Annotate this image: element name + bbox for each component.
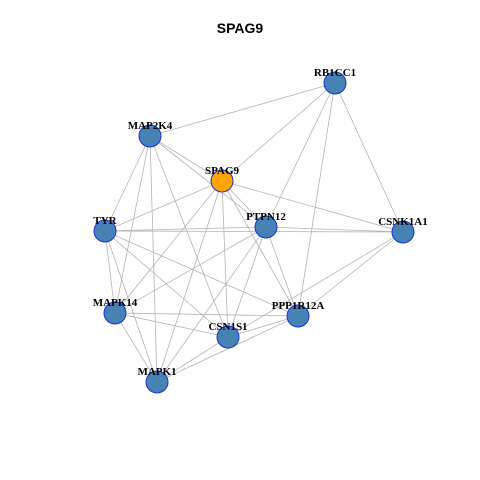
node-mapk1[interactable]: MAPK1 (137, 366, 177, 394)
edge-spag9-mapk14 (114, 180, 223, 314)
edge-map2k4-csn1s1 (149, 135, 229, 338)
edge-tyr-ptpn12 (104, 226, 267, 232)
node-circle[interactable] (391, 220, 415, 244)
edge-mapk14-ppp1r12a (114, 312, 299, 317)
edge-csn1s1-mapk1 (156, 336, 229, 383)
node-circle[interactable] (286, 304, 310, 328)
edge-rb1cc1-ptpn12 (265, 82, 336, 228)
node-csnk1a1[interactable]: CSNK1A1 (378, 216, 428, 244)
edge-tyr-csnk1a1 (104, 230, 404, 233)
edge-map2k4-ptpn12 (149, 135, 267, 228)
node-rb1cc1[interactable]: RB1CC1 (314, 67, 356, 95)
edge-map2k4-mapk1 (149, 135, 158, 383)
node-circle[interactable] (138, 124, 162, 148)
node-label: TYR (93, 215, 117, 227)
node-mapk14[interactable]: MAPK14 (93, 297, 138, 325)
edge-ptpn12-ppp1r12a (265, 226, 299, 317)
edge-rb1cc1-csnk1a1 (334, 82, 404, 233)
node-circle[interactable] (210, 169, 234, 193)
node-spag9[interactable]: SPAG9 (205, 165, 240, 193)
node-ptpn12[interactable]: PTPN12 (246, 211, 286, 239)
edge-ptpn12-csn1s1 (227, 226, 267, 338)
edge-spag9-mapk1 (156, 180, 223, 383)
edge-map2k4-tyr (104, 135, 151, 232)
edge-ppp1r12a-csn1s1 (227, 315, 299, 338)
node-label: PPP1R12A (272, 300, 325, 312)
node-circle[interactable] (103, 301, 127, 325)
node-label: PTPN12 (246, 211, 286, 223)
edge-rb1cc1-spag9 (221, 82, 336, 182)
node-csn1s1[interactable]: CSN1S1 (208, 321, 248, 349)
node-map2k4[interactable]: MAP2K4 (128, 120, 173, 148)
edge-tyr-ppp1r12a (104, 230, 299, 317)
node-circle[interactable] (323, 71, 347, 95)
node-label: CSNK1A1 (378, 216, 428, 228)
edge-rb1cc1-ppp1r12a (297, 82, 336, 317)
node-circle[interactable] (216, 325, 240, 349)
graph-title: SPAG9 (216, 20, 264, 36)
edge-map2k4-spag9 (149, 135, 223, 182)
edge-ptpn12-mapk1 (156, 226, 267, 383)
edge-mapk14-mapk1 (114, 312, 158, 383)
edge-ptpn12-csnk1a1 (265, 226, 404, 233)
edge-spag9-tyr (104, 180, 223, 232)
node-tyr[interactable]: TYR (93, 215, 118, 243)
node-label: SPAG9 (205, 165, 240, 177)
node-label: MAPK14 (93, 297, 138, 309)
edge-spag9-csnk1a1 (221, 180, 404, 233)
edge-tyr-mapk14 (104, 230, 116, 314)
edge-tyr-mapk1 (104, 230, 158, 383)
node-label: MAPK1 (137, 366, 176, 378)
edge-csnk1a1-csn1s1 (227, 231, 404, 338)
node-circle[interactable] (145, 370, 169, 394)
edge-rb1cc1-map2k4 (149, 82, 336, 137)
edges-layer (104, 82, 404, 383)
edge-spag9-ppp1r12a (221, 180, 299, 317)
edge-mapk14-csn1s1 (114, 312, 229, 338)
node-label: CSN1S1 (208, 321, 247, 333)
node-label: RB1CC1 (314, 67, 356, 79)
edge-map2k4-mapk14 (114, 135, 151, 314)
node-ppp1r12a[interactable]: PPP1R12A (272, 300, 325, 328)
node-circle[interactable] (93, 219, 117, 243)
edge-spag9-csn1s1 (221, 180, 229, 338)
edge-csnk1a1-ppp1r12a (297, 231, 404, 317)
node-label: MAP2K4 (128, 120, 173, 132)
edge-ptpn12-mapk14 (114, 226, 267, 314)
node-circle[interactable] (254, 215, 278, 239)
edge-ppp1r12a-mapk1 (156, 315, 299, 383)
